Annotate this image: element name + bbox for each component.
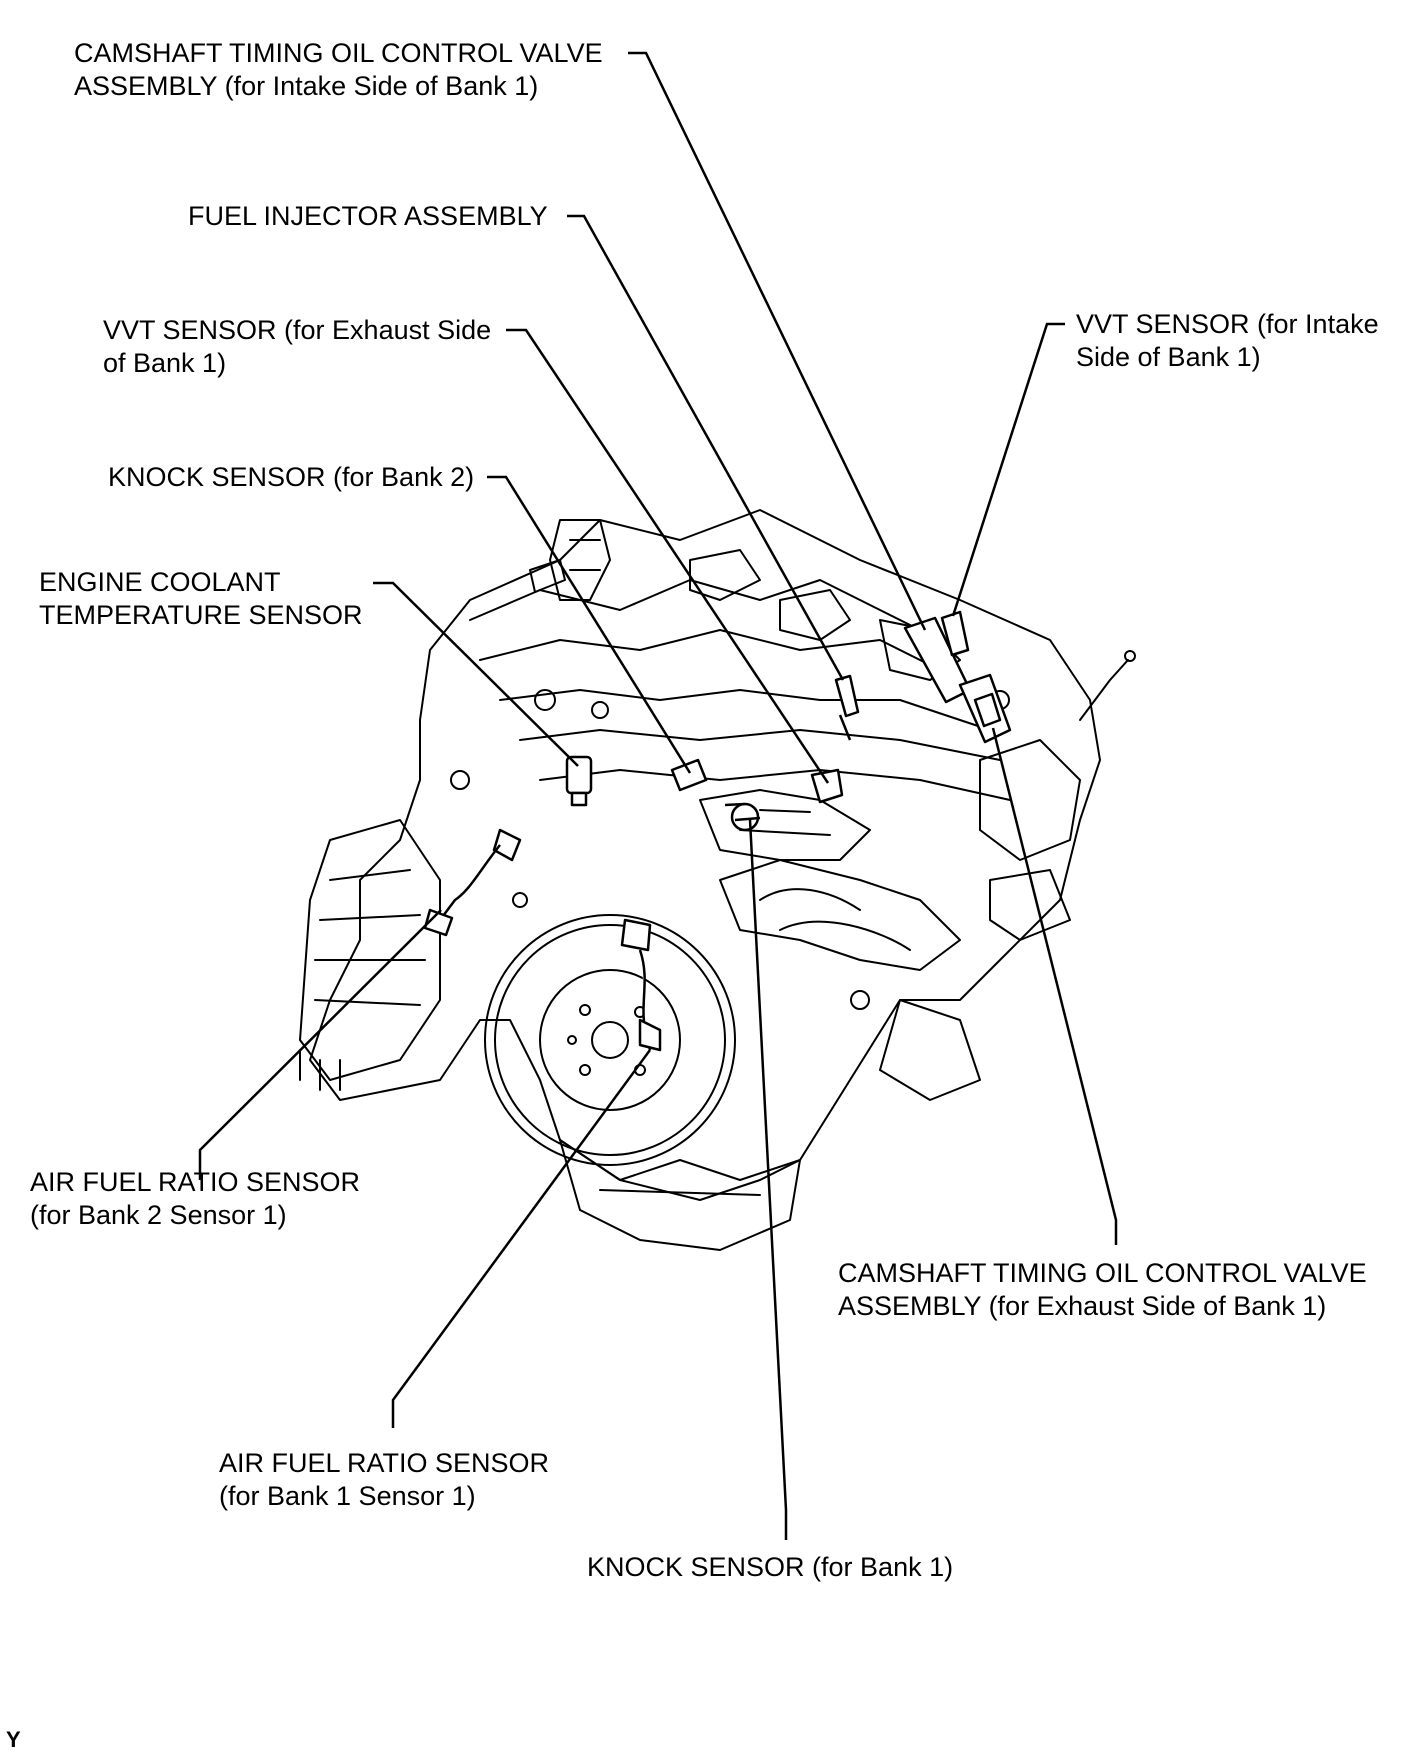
leader-ocv-intake [628, 51, 927, 631]
leader-fuel-injector [567, 214, 845, 681]
leader-af-bank2 [198, 909, 442, 1180]
label-fuel-injector: FUEL INJECTOR ASSEMBLY [188, 200, 548, 233]
label-fuel-injector-line1: FUEL INJECTOR ASSEMBLY [188, 201, 548, 231]
label-vvt-intake: VVT SENSOR (for Intake Side of Bank 1) [1076, 308, 1379, 374]
label-af-bank1: AIR FUEL RATIO SENSOR (for Bank 1 Sensor… [219, 1447, 549, 1513]
leader-vvt-exhaust [506, 328, 830, 784]
label-coolant-temp: ENGINE COOLANT TEMPERATURE SENSOR [39, 566, 363, 632]
label-ocv-intake-line1: CAMSHAFT TIMING OIL CONTROL VALVE [74, 38, 603, 68]
label-vvt-exhaust-line2: of Bank 1) [103, 348, 227, 378]
label-af-bank2: AIR FUEL RATIO SENSOR (for Bank 2 Sensor… [30, 1166, 360, 1232]
label-ocv-exhaust-line2: ASSEMBLY (for Exhaust Side of Bank 1) [838, 1291, 1327, 1321]
label-coolant-temp-line1: ENGINE COOLANT [39, 567, 281, 597]
label-ocv-intake: CAMSHAFT TIMING OIL CONTROL VALVE ASSEMB… [74, 37, 603, 103]
label-knock-bank1: KNOCK SENSOR (for Bank 1) [587, 1551, 953, 1584]
label-af-bank1-line2: (for Bank 1 Sensor 1) [219, 1481, 476, 1511]
leader-lines [198, 51, 1118, 1540]
sensor-components [423, 610, 1012, 1052]
engine-illustration [299, 509, 1136, 1251]
leader-vvt-intake [951, 322, 1065, 617]
leader-ocv-exhaust [991, 727, 1118, 1245]
leader-knock-bank1 [748, 819, 788, 1540]
label-ocv-exhaust-line1: CAMSHAFT TIMING OIL CONTROL VALVE [838, 1258, 1367, 1288]
leader-knock-bank2 [487, 475, 692, 774]
leader-coolant-temp [373, 581, 579, 767]
label-af-bank2-line1: AIR FUEL RATIO SENSOR [30, 1167, 361, 1197]
leader-af-bank1 [391, 1049, 652, 1428]
label-coolant-temp-line2: TEMPERATURE SENSOR [39, 600, 363, 630]
label-knock-bank2: KNOCK SENSOR (for Bank 2) [108, 461, 474, 494]
label-af-bank2-line2: (for Bank 2 Sensor 1) [30, 1200, 287, 1230]
label-vvt-exhaust-line1: VVT SENSOR (for Exhaust Side [103, 315, 492, 345]
label-knock-bank1-line1: KNOCK SENSOR (for Bank 1) [587, 1552, 954, 1582]
label-knock-bank2-line1: KNOCK SENSOR (for Bank 2) [108, 462, 475, 492]
label-af-bank1-line1: AIR FUEL RATIO SENSOR [219, 1448, 550, 1478]
corner-mark: Y [6, 1727, 21, 1752]
label-vvt-intake-line1: VVT SENSOR (for Intake [1076, 309, 1379, 339]
label-vvt-intake-line2: Side of Bank 1) [1076, 342, 1261, 372]
label-vvt-exhaust: VVT SENSOR (for Exhaust Side of Bank 1) [103, 314, 491, 380]
label-ocv-exhaust: CAMSHAFT TIMING OIL CONTROL VALVE ASSEMB… [838, 1257, 1367, 1323]
label-ocv-intake-line2: ASSEMBLY (for Intake Side of Bank 1) [74, 71, 539, 101]
